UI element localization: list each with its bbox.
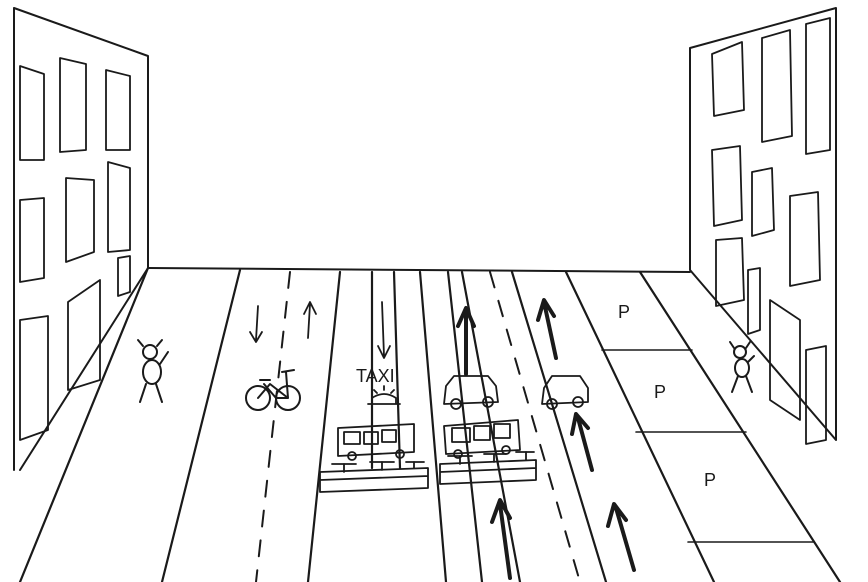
parking-label-1: P: [618, 302, 630, 322]
taxi-label: TAXI: [356, 366, 395, 386]
parking-label-3: P: [704, 470, 716, 490]
parking-label-2: P: [654, 382, 666, 402]
